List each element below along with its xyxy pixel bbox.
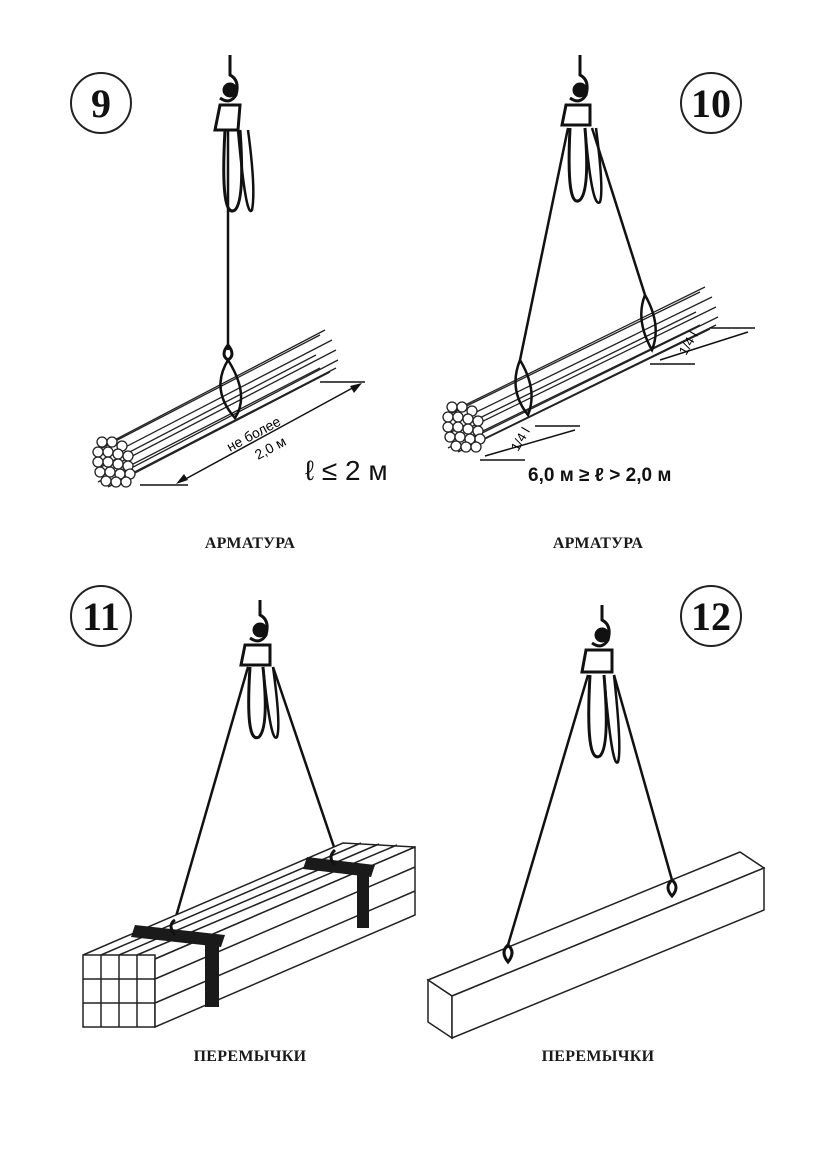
rebar-two-leg-sling-diagram: 1/4 l 1/4 l xyxy=(442,55,755,461)
diagram-caption: АРМАТУРА xyxy=(204,535,296,552)
sling-rope xyxy=(173,666,250,921)
diagram-number-badge: 10 xyxy=(680,72,742,134)
lintel-single-sling-diagram xyxy=(426,605,766,1040)
length-formula: ℓ ≤ 2 м xyxy=(305,455,388,486)
crane-hook-icon xyxy=(239,600,272,667)
lintel-bundle-sling-diagram xyxy=(82,600,416,1029)
crane-hook-icon xyxy=(560,55,592,127)
length-formula: 6,0 м ≥ ℓ > 2,0 м xyxy=(528,465,672,486)
diagram-number-badge: 11 xyxy=(70,585,132,647)
diagram-number-badge: 9 xyxy=(70,72,132,134)
dimension-label: 1/4 l xyxy=(676,329,701,358)
sling-rope xyxy=(271,666,337,851)
lintel-beam xyxy=(426,851,766,1040)
dimension-label: 1/4 l xyxy=(508,425,533,454)
crane-hook-icon xyxy=(580,605,614,674)
binding-strap xyxy=(131,857,375,1007)
crane-hook-icon xyxy=(213,55,242,132)
sling-rope xyxy=(518,127,570,361)
sling-rope xyxy=(506,674,590,946)
rebar-single-sling-diagram: не более 2,0 м xyxy=(92,55,365,488)
sling-rope xyxy=(612,674,674,881)
rebar-bundle xyxy=(92,329,339,488)
diagram-caption: ПЕРЕМЫЧКИ xyxy=(193,1048,307,1065)
diagram-caption: ПЕРЕМЫЧКИ xyxy=(541,1048,655,1065)
rebar-bundle xyxy=(442,286,719,453)
diagram-caption: АРМАТУРА xyxy=(552,535,644,552)
sling-rope xyxy=(590,127,647,296)
diagram-number-badge: 12 xyxy=(680,585,742,647)
